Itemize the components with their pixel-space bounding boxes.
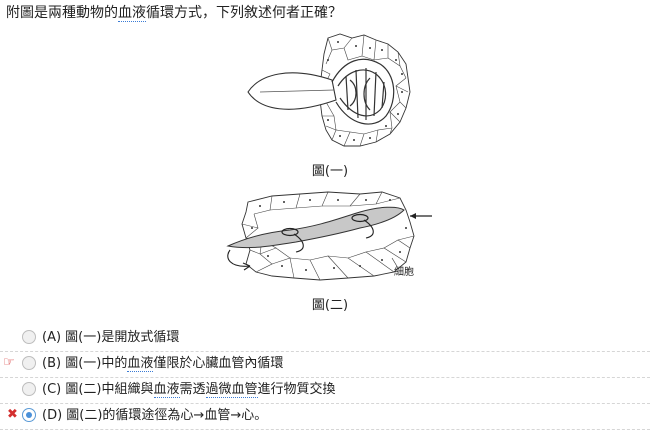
option-c-label[interactable]: (C) 圖(二)中組織與血液需透過微血管進行物質交換	[42, 382, 336, 398]
option-c-row[interactable]: (C) 圖(二)中組織與血液需透過微血管進行物質交換	[0, 377, 650, 404]
figure-two-caption: 圖(二)	[311, 298, 349, 313]
question-term: 血液	[118, 5, 146, 22]
figure-one-diagram	[247, 33, 411, 147]
figure-two-diagram	[226, 191, 432, 281]
option-a-radio[interactable]	[22, 330, 36, 344]
figure-two-cell-label: 細胞	[394, 267, 414, 278]
question-text: 附圖是兩種動物的血液循環方式，下列敘述何者正確？	[6, 4, 342, 22]
option-d-radio[interactable]	[22, 408, 36, 422]
option-a-row[interactable]: (A) 圖(一)是開放式循環	[0, 325, 650, 352]
question-before: 附圖是兩種動物的	[6, 5, 118, 21]
question-after: 循環方式，下列敘述何者正確？	[146, 5, 342, 21]
option-b-radio[interactable]	[22, 356, 36, 370]
pointing-hand-icon: ☞	[3, 355, 15, 370]
option-a-label[interactable]: (A) 圖(一)是開放式循環	[42, 330, 180, 345]
figure-one-caption: 圖(一)	[311, 164, 349, 179]
option-c-radio[interactable]	[22, 382, 36, 396]
x-icon: ✖	[7, 407, 18, 422]
option-b-row[interactable]: ☞ (B) 圖(一)中的血液僅限於心臟血管內循環	[0, 351, 650, 378]
option-d-row[interactable]: ✖ (D) 圖(二)的循環途徑為心→血管→心。	[0, 403, 650, 430]
option-d-label[interactable]: (D) 圖(二)的循環途徑為心→血管→心。	[42, 408, 268, 423]
option-b-label[interactable]: (B) 圖(一)中的血液僅限於心臟血管內循環	[42, 356, 284, 372]
